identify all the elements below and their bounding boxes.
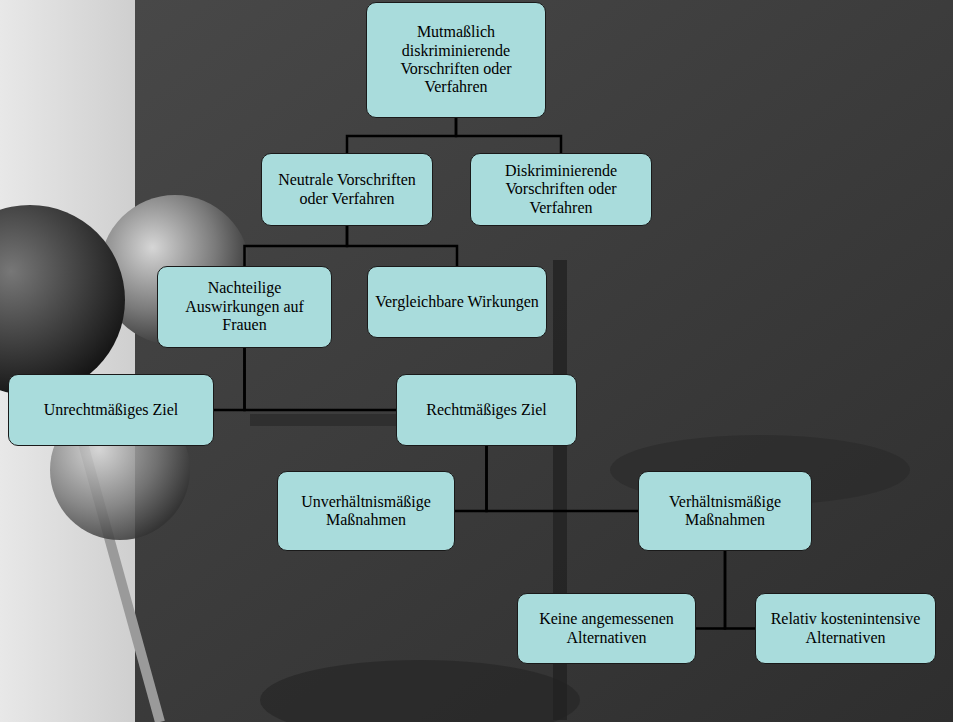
box-label: Mutmaßlich diskriminierende Vorschriften… — [373, 23, 539, 97]
tree-connector — [347, 226, 457, 266]
box-label: Verhältnismäßige Maßnahmen — [645, 493, 805, 530]
tree-connector — [214, 348, 245, 410]
branch-box: Neutrale Vorschriften oder Verfahren — [261, 153, 433, 226]
box-label: Keine angemessenen Alternativen — [524, 610, 689, 647]
box-label: Diskriminierende Vorschriften oder Verfa… — [477, 162, 645, 217]
box-label: Neutrale Vorschriften oder Verfahren — [268, 171, 426, 208]
leaf-box: Relativ kostenintensive Alternativen — [755, 593, 936, 664]
leaf-box: Unverhältnismäßige Maßnahmen — [277, 471, 455, 551]
branch-box: Diskriminierende Vorschriften oder Verfa… — [470, 153, 652, 226]
tree-connector — [456, 118, 561, 153]
leaf-box: Unrechtmäßiges Ziel — [8, 374, 214, 446]
tree-connector — [347, 118, 456, 153]
branch-box: Rechtmäßiges Ziel — [396, 374, 577, 446]
leaf-box: Keine angemessenen Alternativen — [517, 593, 696, 664]
root-box: Mutmaßlich diskriminierende Vorschriften… — [366, 2, 546, 118]
branch-box: Verhältnismäßige Maßnahmen — [638, 471, 812, 551]
branch-box: Nachteilige Auswirkungen auf Frauen — [157, 266, 332, 348]
box-label: Unrechtmäßiges Ziel — [44, 401, 179, 419]
box-label: Nachteilige Auswirkungen auf Frauen — [164, 279, 325, 334]
box-label: Unverhältnismäßige Maßnahmen — [284, 493, 448, 530]
tree-connector — [487, 446, 639, 511]
tree-connector — [725, 551, 755, 629]
tree-connector — [245, 348, 397, 410]
box-label: Relativ kostenintensive Alternativen — [762, 610, 929, 647]
tree-connector — [455, 446, 487, 511]
leaf-box: Vergleichbare Wirkungen — [367, 266, 547, 338]
tree-connector — [696, 551, 725, 629]
box-label: Vergleichbare Wirkungen — [375, 293, 539, 311]
box-label: Rechtmäßiges Ziel — [426, 401, 546, 419]
tree-connector — [245, 226, 348, 266]
